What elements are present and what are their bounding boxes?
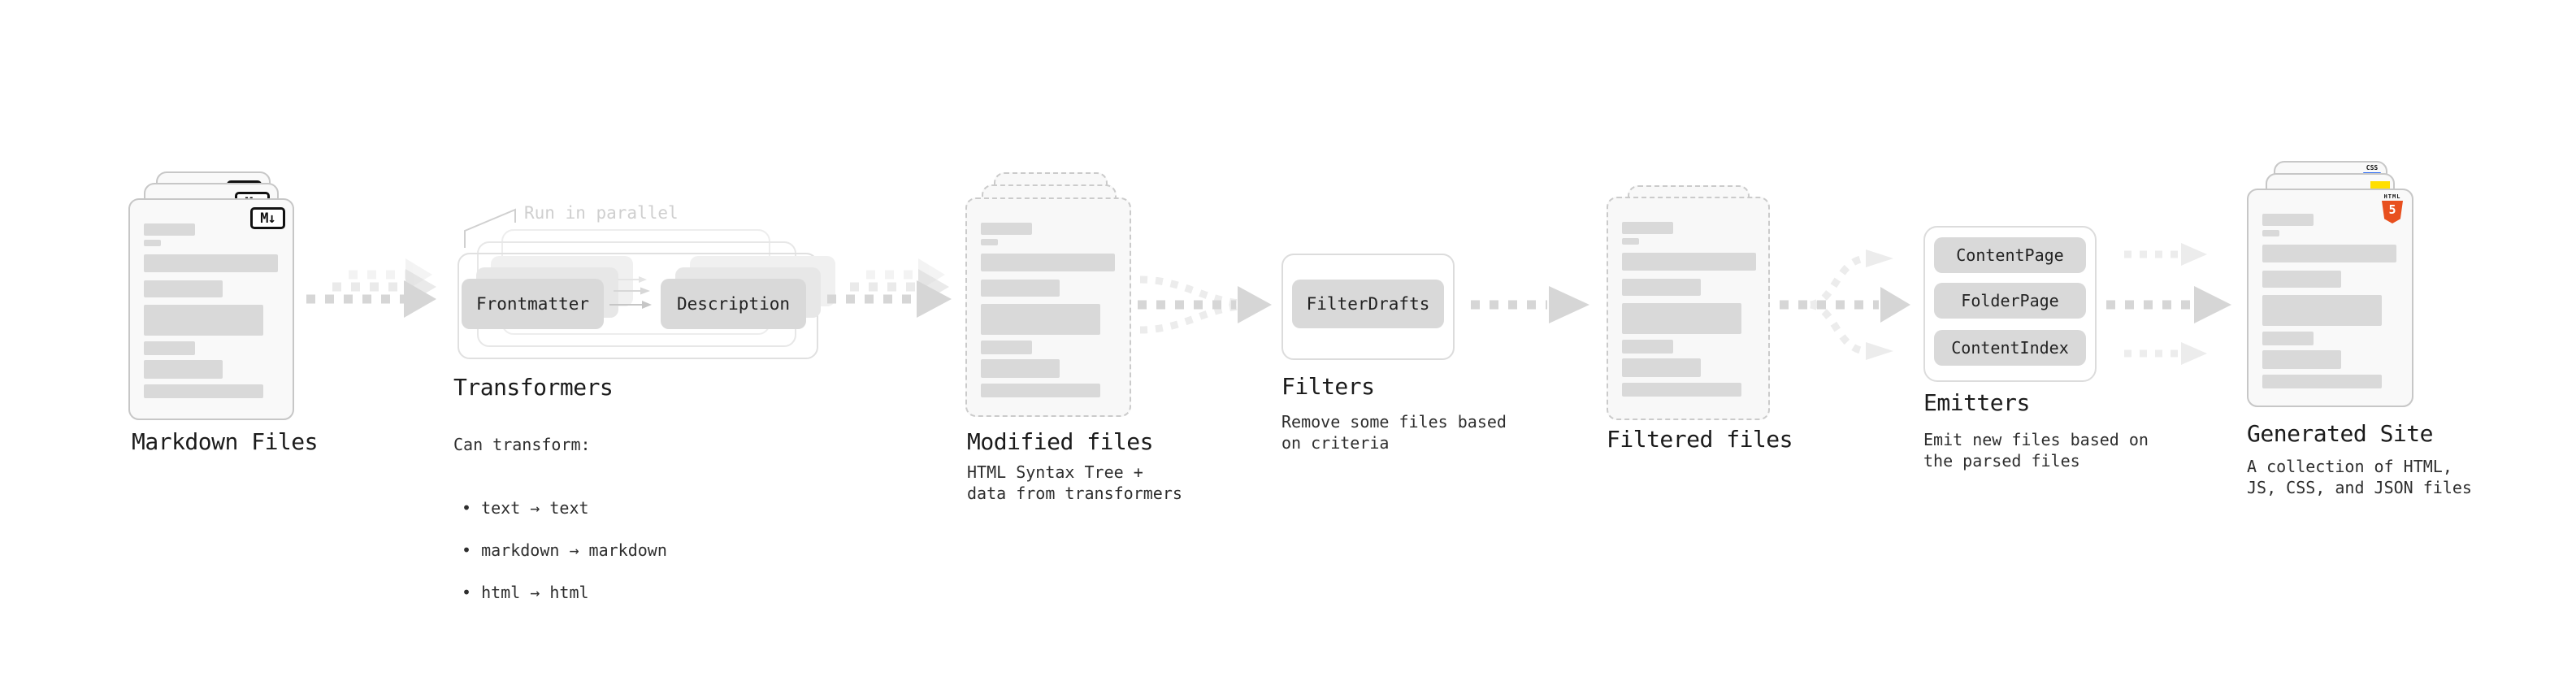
can-transform-heading: Can transform: [453, 435, 591, 454]
placeholder-bar [2262, 375, 2382, 388]
placeholder-bar [144, 360, 223, 379]
placeholder-bar [1622, 253, 1756, 271]
placeholder-bar [2262, 350, 2341, 369]
placeholder-bar [2262, 271, 2341, 288]
transformer-pill-description: Description [661, 279, 806, 329]
placeholder-bar [981, 280, 1060, 297]
filter-pill-filterdrafts: FilterDrafts [1292, 280, 1444, 328]
file-card [1607, 197, 1770, 420]
placeholder-bar [1622, 358, 1701, 377]
file-content-bars [2262, 214, 2398, 388]
arrow-emitters-to-generated [2106, 243, 2231, 365]
arrow-markdown-to-transformers [306, 258, 436, 318]
placeholder-bar [1622, 303, 1741, 334]
stage-title-generated: Generated Site [2247, 420, 2434, 447]
emitter-pill-folderpage: FolderPage [1934, 283, 2086, 319]
placeholder-bar [2262, 332, 2314, 345]
file-content-bars [981, 223, 1116, 397]
note-leader-line [464, 208, 516, 248]
transformer-pill-frontmatter: Frontmatter [462, 279, 604, 329]
placeholder-bar [2262, 230, 2279, 236]
bullet-item: • text → text [462, 498, 589, 518]
placeholder-bar [1622, 340, 1673, 354]
placeholder-bar [981, 359, 1060, 378]
emitter-pill-contentindex: ContentIndex [1934, 330, 2086, 366]
stage-title-transformers: Transformers [453, 374, 614, 401]
placeholder-bar [144, 254, 278, 272]
placeholder-bar [144, 384, 263, 398]
placeholder-bar [981, 384, 1100, 397]
filters-description: Remove some files based on criteria [1281, 412, 1507, 453]
placeholder-bar [144, 305, 263, 336]
modified-files-description: HTML Syntax Tree + data from transformer… [967, 462, 1182, 503]
file-card: M↓ [128, 198, 294, 420]
html5-icon: HTML 5 [2382, 193, 2403, 223]
generated-site-description: A collection of HTML, JS, CSS, and JSON … [2247, 457, 2472, 497]
file-card [965, 197, 1131, 417]
markdown-files-stack: M↓ M↓ M↓ [128, 171, 294, 420]
placeholder-bar [2262, 245, 2396, 262]
stage-title-filtered: Filtered files [1607, 426, 1793, 453]
placeholder-bar [981, 304, 1100, 335]
placeholder-bar [981, 254, 1115, 271]
file-content-bars [144, 223, 279, 398]
generated-site-stack: CSS HTML 5 [2247, 161, 2413, 409]
placeholder-bar [2262, 214, 2314, 226]
modified-files-stack [965, 172, 1131, 417]
filtered-files-stack [1607, 185, 1770, 420]
arrow-transformers-to-modified [827, 258, 952, 318]
stage-title-markdown: Markdown Files [132, 428, 319, 455]
file-content-bars [1622, 222, 1756, 397]
bullet-item: • html → html [462, 583, 589, 602]
placeholder-bar [981, 239, 998, 245]
js-icon [2370, 181, 2390, 189]
placeholder-bar [144, 341, 195, 355]
arrow-filters-to-filtered [1471, 286, 1589, 323]
placeholder-bar [144, 280, 223, 297]
placeholder-bar [144, 223, 195, 236]
run-in-parallel-label: Run in parallel [524, 203, 679, 223]
placeholder-bar [144, 240, 161, 246]
markdown-icon: M↓ [250, 207, 285, 229]
transformers-description: Can transform: • text → text • markdown … [453, 413, 667, 645]
placeholder-bar [1622, 279, 1701, 296]
placeholder-bar [1622, 222, 1673, 234]
placeholder-bar [981, 340, 1032, 354]
placeholder-bar [981, 223, 1032, 235]
emitters-description: Emit new files based on the parsed files [1923, 430, 2149, 471]
placeholder-bar [1622, 238, 1639, 245]
arrow-modified-to-filters [1138, 275, 1272, 334]
parallel-flow-arrows [609, 276, 652, 309]
placeholder-bar [2262, 295, 2382, 326]
file-card: HTML 5 [2247, 189, 2413, 407]
bullet-item: • markdown → markdown [462, 540, 667, 560]
stage-title-emitters: Emitters [1923, 389, 2030, 416]
stage-title-modified: Modified files [967, 428, 1154, 455]
arrow-filtered-to-emitters [1780, 249, 1910, 360]
emitter-pill-contentpage: ContentPage [1934, 237, 2086, 273]
placeholder-bar [1622, 383, 1741, 397]
stage-title-filters: Filters [1281, 373, 1375, 400]
